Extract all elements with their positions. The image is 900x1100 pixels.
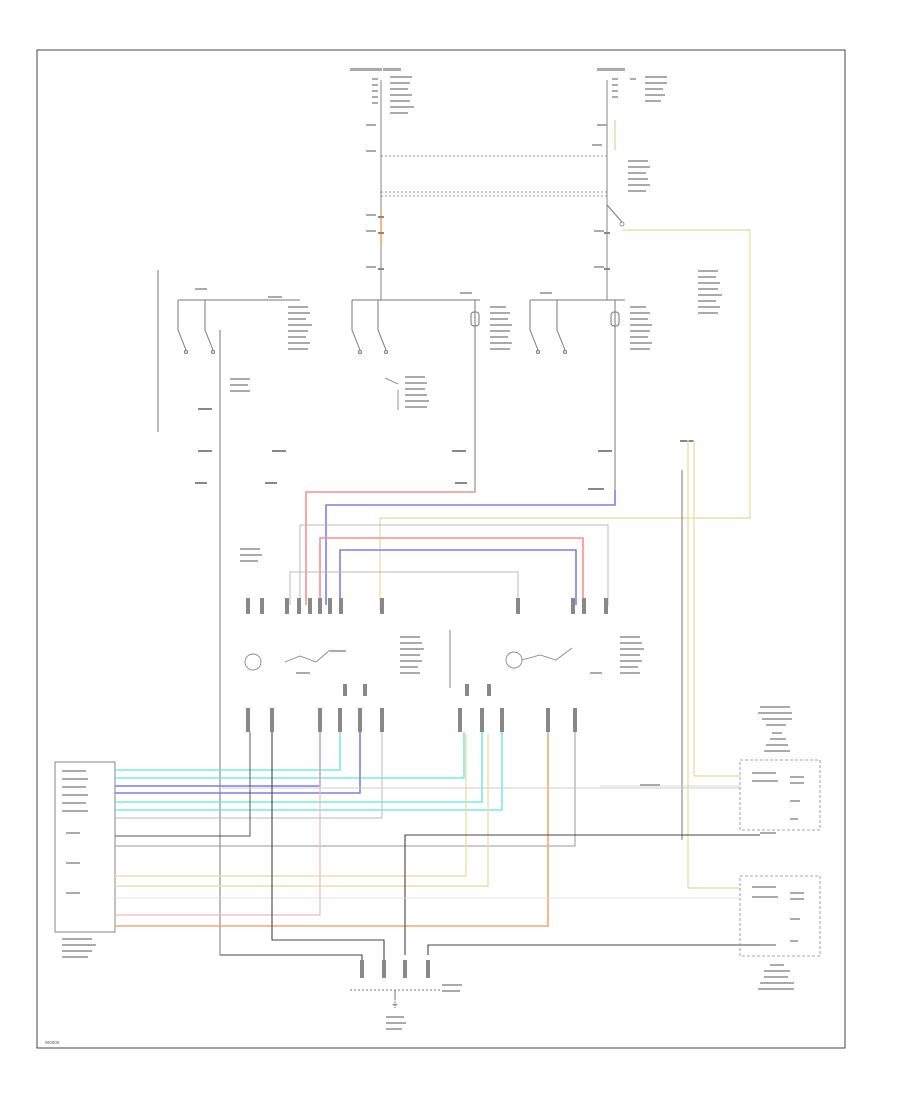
ground-connector <box>360 960 430 978</box>
right-module-box-upper <box>739 759 821 831</box>
wire-gray-module-1 <box>115 732 383 819</box>
fuse-labels <box>366 214 604 268</box>
wire-yellow-relay <box>379 229 751 610</box>
wire-black-rp <box>404 834 760 955</box>
wire-cyan-4 <box>115 732 503 811</box>
actuator-right <box>521 647 573 661</box>
actuator-left <box>284 649 331 663</box>
diagram-frame <box>36 49 846 1049</box>
relay-arm-right <box>606 204 623 223</box>
right-module-lower-label <box>752 832 804 990</box>
wire-black-ground-2 <box>271 732 385 978</box>
wire-blue-2 <box>115 732 361 794</box>
switch-group-1-label <box>195 288 312 392</box>
wire-black-module-1 <box>115 732 251 837</box>
right-module-upper-label <box>640 706 804 820</box>
switch-group-3 <box>529 300 620 490</box>
switch-group-1 <box>177 300 221 470</box>
wire-cyan-3 <box>115 732 483 803</box>
small-switch-mid <box>384 377 399 385</box>
wire-black-rp-2 <box>427 944 760 955</box>
wire-cyan-2 <box>115 732 465 779</box>
fuse-block-right-label <box>592 68 667 192</box>
fuse-markers <box>378 216 610 270</box>
switch-group-2-label <box>405 292 512 408</box>
actuator-center-label <box>400 636 424 674</box>
wire-blue-top <box>325 490 616 605</box>
actuator-left-label <box>296 650 346 674</box>
wire-pink-module <box>115 732 321 916</box>
wire-blue-lower <box>339 549 577 605</box>
wire-red-top <box>305 490 476 605</box>
fuse-block-left-label <box>350 68 414 152</box>
actuator-right-label <box>590 636 644 674</box>
right-module-label <box>698 270 722 314</box>
sensor-left-label <box>240 548 262 562</box>
wire-gray-module-2 <box>115 732 576 847</box>
motor-left-icon <box>244 653 262 671</box>
relay-contact-right <box>619 221 625 227</box>
wire-yellow-module-1 <box>115 734 467 877</box>
motor-right-icon <box>505 651 523 669</box>
connector-pins-lower <box>246 684 577 732</box>
wire-cyan-1 <box>115 732 341 771</box>
switch-group-3-label <box>540 292 652 350</box>
ground-label <box>386 984 462 1030</box>
wire-orange-module <box>115 732 549 927</box>
switch-group-2 <box>351 300 480 490</box>
control-module-box <box>54 761 116 933</box>
wire-gray-lower-2 <box>289 571 519 605</box>
wire-gray-lower <box>299 524 609 605</box>
footer-code: W0000 <box>45 1040 60 1045</box>
connector-pins-upper <box>246 598 608 614</box>
ground-icon: ⏚ <box>391 1000 399 1009</box>
control-module-pin-labels <box>62 770 96 958</box>
right-module-box-lower <box>739 875 821 957</box>
connector-row-mid <box>195 408 694 490</box>
wire-yellow-module-2 <box>115 734 489 887</box>
wire-black-ground-1 <box>220 954 363 978</box>
